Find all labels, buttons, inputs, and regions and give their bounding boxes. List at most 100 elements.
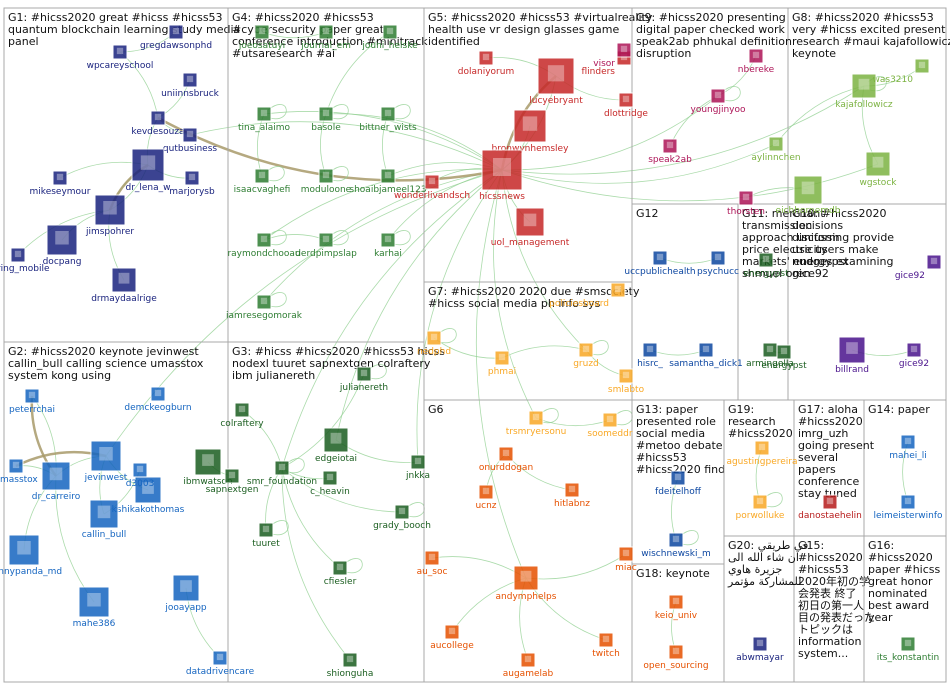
node-phmai[interactable]: phmai: [488, 350, 516, 377]
node-mikeseymour[interactable]: mikeseymour: [30, 170, 91, 197]
node-qutbusiness[interactable]: qutbusiness: [163, 127, 217, 154]
node-joeosatuyi[interactable]: joeosatuyi: [238, 24, 285, 51]
node-policiesboard[interactable]: policiesboard: [549, 282, 626, 309]
node-onurddogan[interactable]: onurddogan: [479, 446, 533, 473]
node-wischnewski-m[interactable]: wischnewski_m: [641, 532, 711, 559]
node-bronwynhemsley[interactable]: bronwynhemsley: [492, 109, 570, 154]
node-au-soc[interactable]: au_soc: [417, 550, 448, 577]
node-gruzd[interactable]: gruzd: [573, 342, 599, 369]
node-cfiesler[interactable]: cfiesler: [324, 560, 357, 587]
node-drmaydaalrige[interactable]: drmaydaalrige: [91, 267, 157, 304]
node-wgstock[interactable]: wgstock: [860, 151, 898, 188]
node-aylinnchen[interactable]: aylinnchen: [751, 136, 801, 163]
node-uniinnsbruck[interactable]: uniinnsbruck: [161, 72, 220, 99]
node-twitch[interactable]: twitch: [592, 632, 620, 659]
node-ucnz[interactable]: ucnz: [475, 484, 497, 511]
node-gice92[interactable]: gice92: [899, 342, 929, 369]
node-kajafollowicz[interactable]: kajafollowicz: [835, 73, 893, 110]
node-mahe386[interactable]: mahe386: [73, 586, 116, 629]
node-kevdesouza[interactable]: kevdesouza: [131, 110, 185, 137]
node-soomeddr[interactable]: soomeddr: [587, 412, 633, 439]
node-uol-management[interactable]: uol_management: [491, 207, 570, 248]
node-keio-univ[interactable]: keio_univ: [655, 594, 698, 621]
node-jimspohrer[interactable]: jimspohrer: [85, 194, 134, 237]
node-umasstox[interactable]: umasstox: [0, 458, 38, 485]
node-was3210[interactable]: was3210: [873, 58, 930, 85]
node-tuuret[interactable]: tuuret: [252, 522, 280, 549]
node-ibmwatson[interactable]: ibmwatson: [183, 448, 233, 487]
node-jooayapp[interactable]: jooayapp: [164, 574, 207, 613]
node-skinnypanda-md[interactable]: skinnypanda_md: [0, 534, 62, 577]
node-samantha-dick1[interactable]: samantha_dick1: [669, 342, 743, 369]
node-miac[interactable]: miac: [615, 546, 637, 573]
node-nbereke[interactable]: nbereke: [738, 48, 775, 75]
node-augamelab[interactable]: augamelab: [503, 652, 554, 679]
node-c-heavin[interactable]: c_heavin: [310, 470, 350, 497]
node-dr-lena-w[interactable]: dr_lena_w: [125, 148, 171, 193]
node-smlabto[interactable]: smlabto: [608, 368, 645, 395]
node-shoaibjameel123[interactable]: shoaibjameel123: [349, 168, 427, 195]
node-marjorysb[interactable]: marjorysb: [169, 170, 215, 197]
node-wpcareyschool[interactable]: wpcareyschool: [87, 44, 154, 71]
node-visor[interactable]: visor: [593, 42, 632, 69]
node-trsmryersonu[interactable]: trsmryersonu: [506, 410, 567, 437]
node-dr-carreiro[interactable]: dr_carreiro: [32, 461, 81, 502]
node-porwolluke[interactable]: porwolluke: [736, 494, 785, 521]
node-peterrchai[interactable]: peterrchai: [9, 388, 55, 415]
node-agustingpereira[interactable]: agustingpereira: [726, 440, 798, 467]
node-basole[interactable]: basole: [311, 106, 341, 133]
node-callin-bull[interactable]: callin_bull: [82, 499, 127, 540]
node-hisrc[interactable]: hisrc_: [637, 342, 663, 369]
node-caring-mobile[interactable]: caring_mobile: [0, 247, 50, 274]
node-aucollege[interactable]: aucollege: [430, 624, 474, 651]
node-edgeiotai[interactable]: edgeiotai: [315, 427, 357, 464]
node-gregdawsonphd[interactable]: gregdawsonphd: [140, 24, 212, 51]
node-armingolla[interactable]: armingolla: [746, 342, 794, 369]
node-shionguha[interactable]: shionguha: [327, 652, 374, 679]
node-andymphelps[interactable]: andymphelps: [496, 565, 557, 602]
node-raymondchooau[interactable]: raymondchooau: [227, 232, 301, 259]
node-billrand[interactable]: billrand: [835, 336, 869, 375]
node-jnkka[interactable]: jnkka: [405, 454, 430, 481]
node-uccpublichealth[interactable]: uccpublichealth: [624, 250, 696, 277]
node-leimeisterwinfo[interactable]: leimeisterwinfo: [873, 494, 943, 521]
node-dlottridge[interactable]: dlottridge: [604, 92, 648, 119]
node-psychucc[interactable]: psychucc: [697, 250, 739, 277]
node-julianereth[interactable]: julianereth: [339, 366, 388, 393]
node-nedphd[interactable]: nedphd: [417, 330, 451, 357]
node-docpang[interactable]: docpang: [43, 224, 82, 267]
node-journal-em[interactable]: journal_em: [300, 24, 351, 51]
node-energypst[interactable]: energypst: [761, 344, 807, 371]
node-gice92-top[interactable]: gice92: [895, 254, 942, 281]
node-moduloone[interactable]: moduloone: [301, 168, 352, 195]
node-iamresegomorak[interactable]: iamresegomorak: [226, 294, 303, 321]
node-karhai[interactable]: karhai: [374, 232, 402, 259]
node-grady-booch[interactable]: grady_booch: [373, 504, 431, 531]
node-its-konstantin[interactable]: its_konstantin: [877, 636, 940, 663]
node-smr-foundation[interactable]: smr_foundation: [247, 460, 317, 487]
node-thorsten[interactable]: thorsten: [727, 190, 765, 217]
node-derdpimpslap[interactable]: derdpimpslap: [295, 232, 357, 259]
node-jevinwest[interactable]: jevinwest: [84, 440, 128, 483]
node-energypst11[interactable]: energypst: [743, 252, 789, 279]
node-youngjinyoo[interactable]: youngjinyoo: [691, 88, 746, 115]
node-dolaniyorum[interactable]: dolaniyorum: [458, 50, 514, 77]
node-wonderlivandsch[interactable]: wonderlivandsch: [394, 174, 470, 201]
node-datadrivencare[interactable]: datadrivencare: [186, 650, 255, 677]
node-kshikakothomas[interactable]: kshikakothomas: [112, 476, 185, 515]
node-demckeogburn[interactable]: demckeogburn: [124, 386, 192, 413]
node-tina-alaimo[interactable]: tina_alaimo: [238, 106, 291, 133]
node-lucyebryant[interactable]: lucyebryant: [529, 57, 583, 106]
node-speak2ab[interactable]: speak2ab: [648, 138, 692, 165]
node-isaacvaghefi[interactable]: isaacvaghefi: [234, 168, 291, 195]
node-sapnextgen[interactable]: sapnextgen: [206, 468, 259, 495]
node-fdeitelhoff[interactable]: fdeitelhoff: [655, 470, 702, 497]
node-bittner-wists[interactable]: bittner_wists: [359, 106, 417, 133]
node-jouni-helske[interactable]: jouni_helske: [361, 24, 418, 51]
node-open-sourcing[interactable]: open_sourcing: [643, 644, 709, 671]
node-danostaehelin[interactable]: danostaehelin: [798, 494, 862, 521]
node-d3003[interactable]: d3003: [126, 462, 155, 489]
node-eichhornemdb[interactable]: eichhornemdb: [776, 175, 841, 216]
node-hitlabnz[interactable]: hitlabnz: [554, 482, 590, 509]
node-abwmayar[interactable]: abwmayar: [736, 636, 784, 663]
